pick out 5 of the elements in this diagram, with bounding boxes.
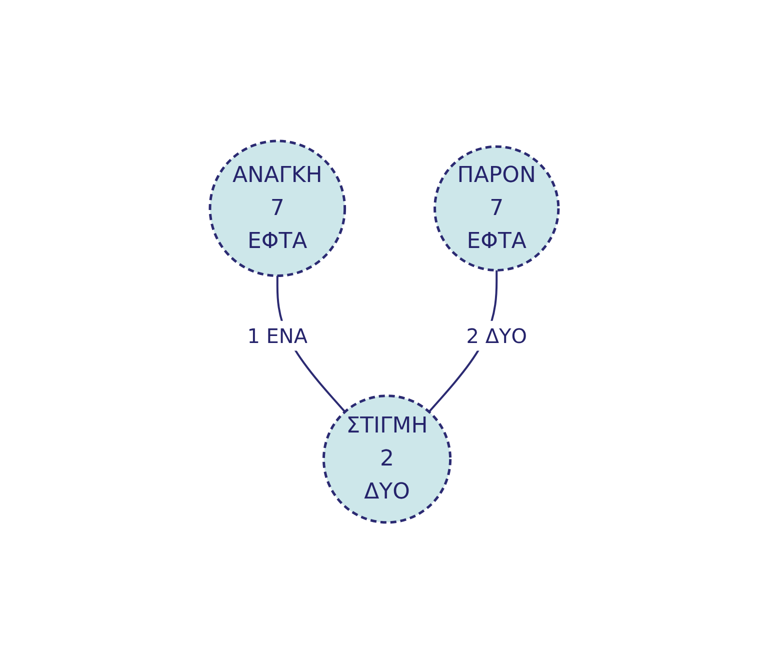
node-circle: ΠΑΡΟΝ 7 ΕΦΤΑ (433, 146, 560, 272)
node-circle: ΑΝΑΓΚΗ 7 ΕΦΤΑ (208, 140, 346, 278)
edge-label: 1 ΕΝΑ (246, 324, 308, 348)
edge-label: 2 ΔΥΟ (466, 324, 527, 348)
node-circle: ΣΤΙΓΜΗ 2 ΔΥΟ (322, 394, 452, 524)
